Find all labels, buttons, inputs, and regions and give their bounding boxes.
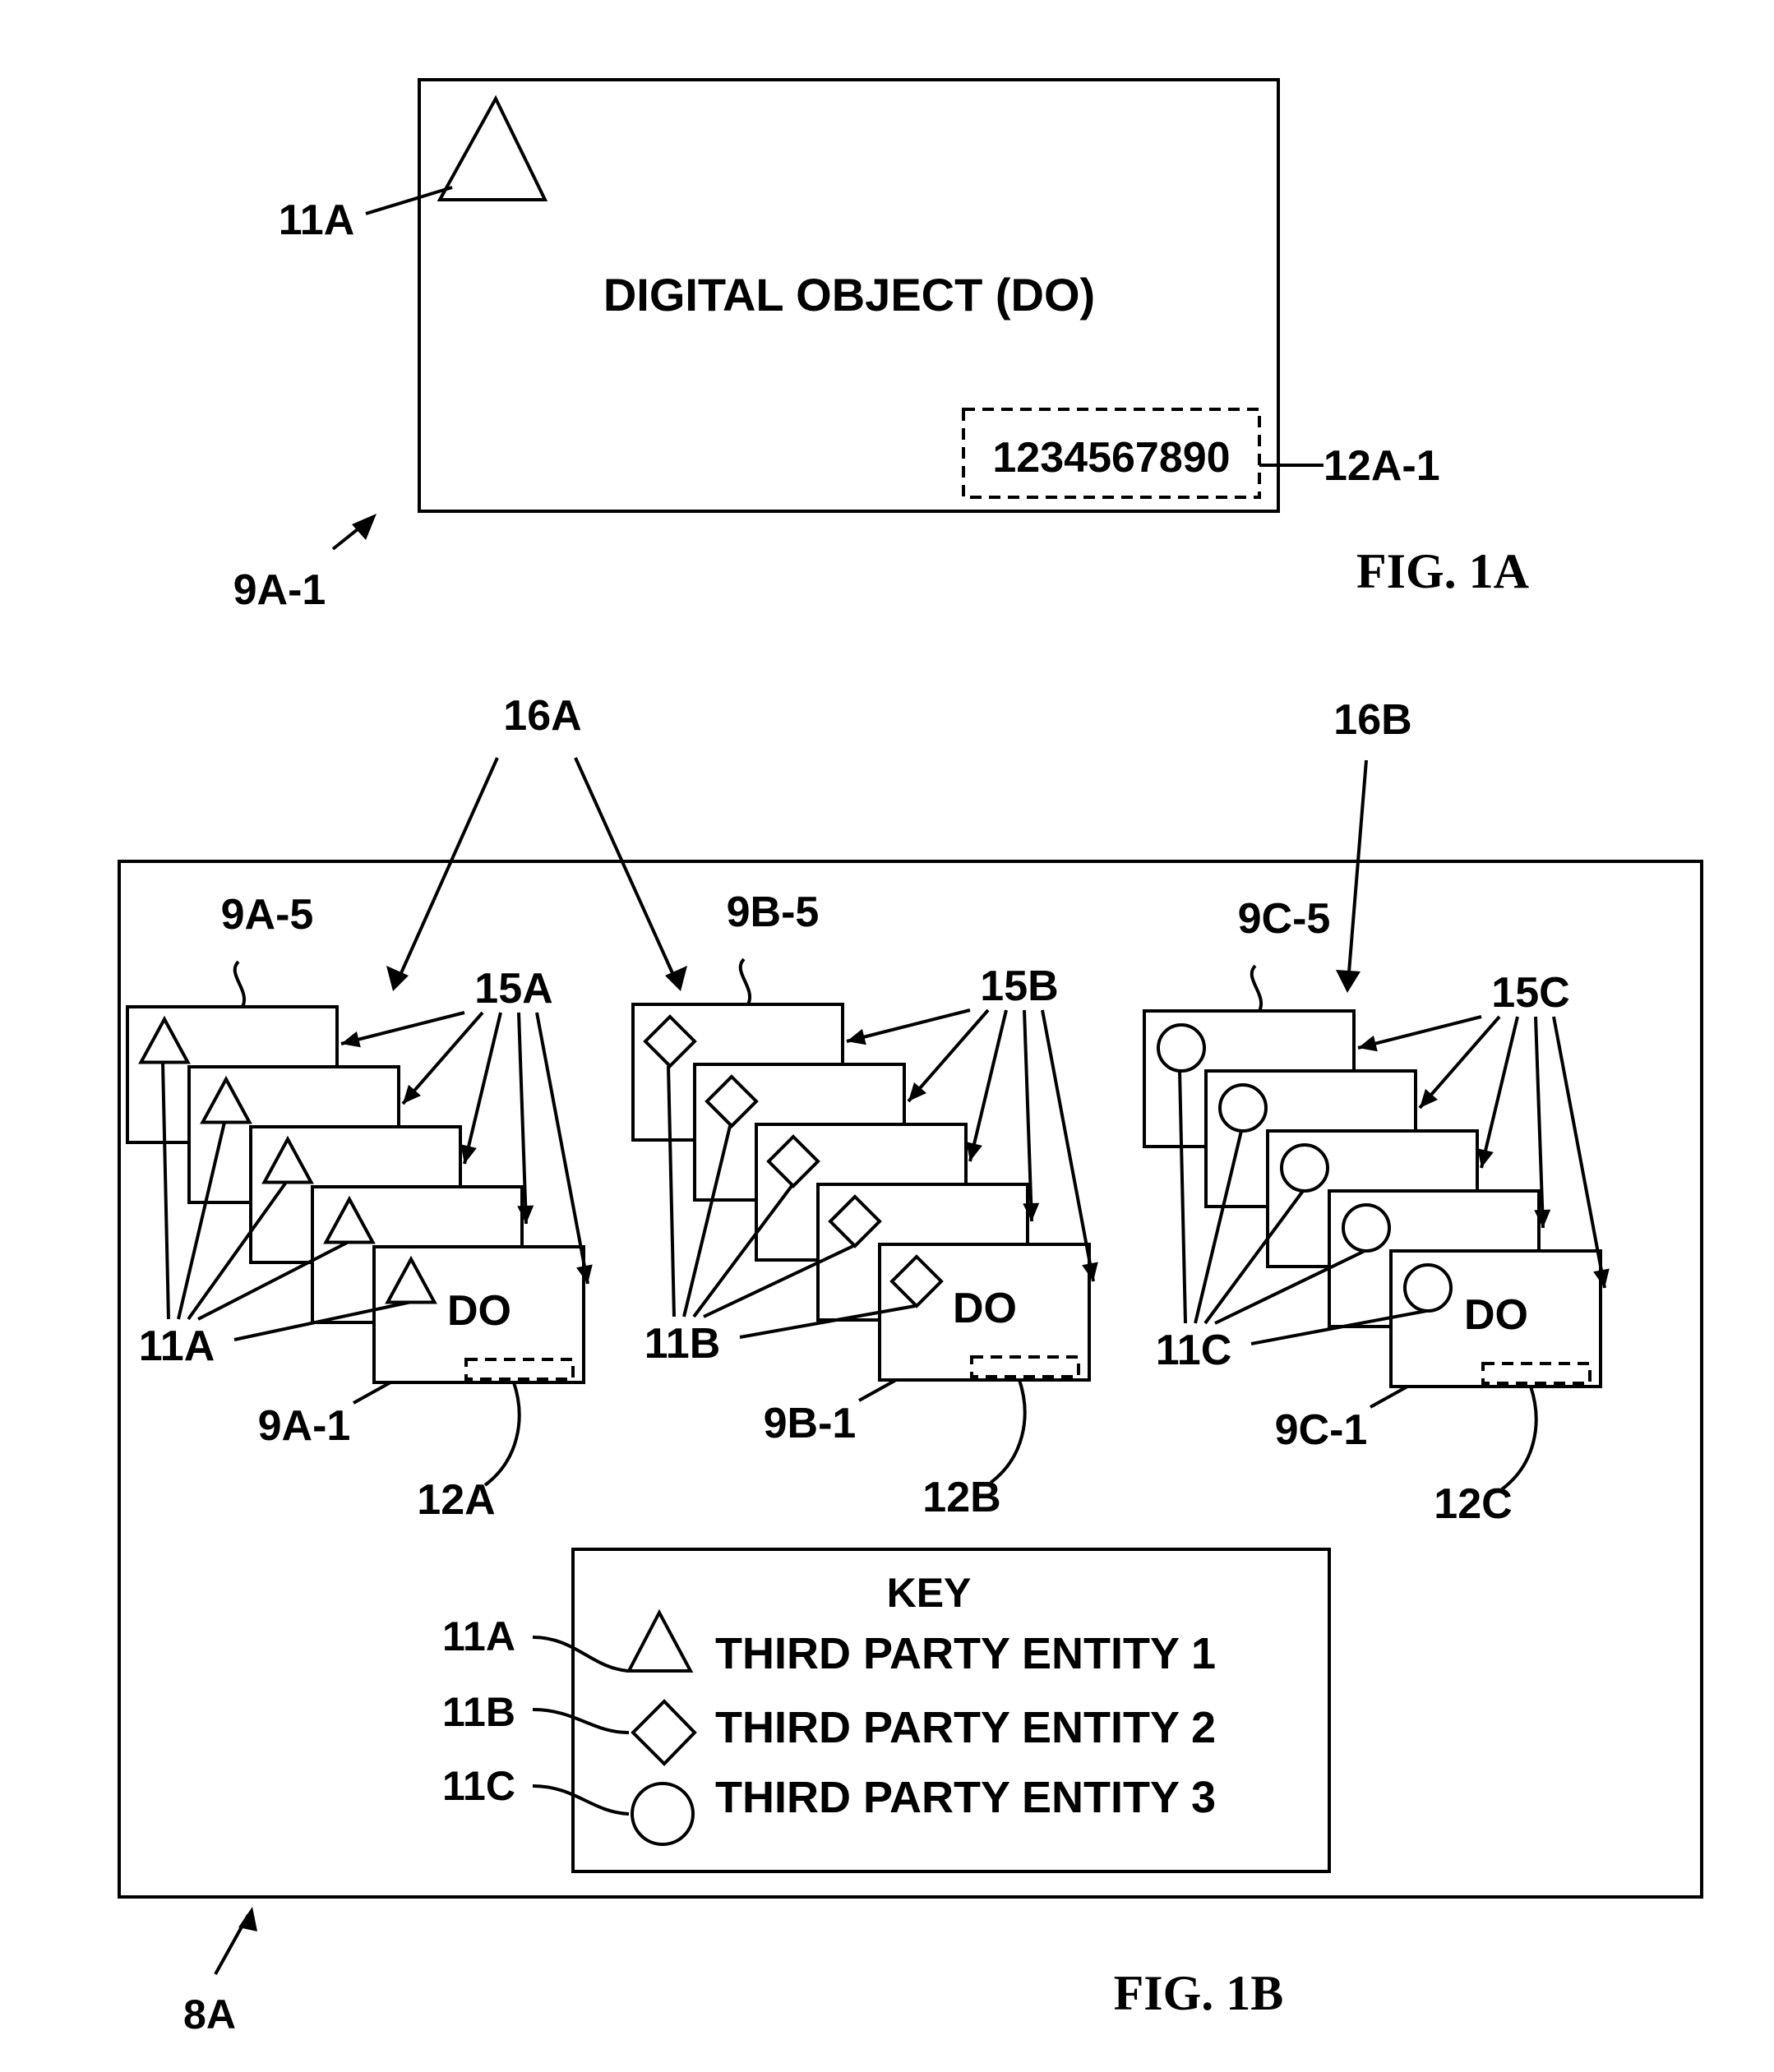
key-label-entity-1: THIRD PARTY ENTITY 1	[715, 1629, 1216, 1678]
arrow-head	[352, 514, 377, 540]
ref-label-entity: 11B	[644, 1320, 721, 1368]
ref-label-9a-1: 9A-1	[233, 566, 326, 614]
key-title: KEY	[887, 1570, 972, 1616]
key-ref-11c: 11C	[442, 1763, 515, 1809]
ref-label-top: 9B-5	[727, 888, 820, 936]
digital-object-title: DIGITAL OBJECT (DO)	[603, 269, 1095, 321]
key-label-entity-2: THIRD PARTY ENTITY 2	[715, 1703, 1216, 1752]
ref-label-bottom: 9A-1	[258, 1402, 351, 1450]
circle-icon	[1220, 1085, 1266, 1131]
fig1a: 11A DIGITAL OBJECT (DO) 1234567890 12A-1…	[233, 80, 1529, 614]
arrow-head	[238, 1907, 257, 1931]
ref-label-11a: 11A	[279, 196, 355, 244]
ref-label-entity: 11A	[139, 1322, 215, 1370]
fig1b: 16A 16B DO 9A-5 15A 11A 9A-1 12A DO 9B-5 15B 11B 9…	[119, 692, 1702, 2037]
ref-label-bottom: 9B-1	[764, 1400, 857, 1447]
group-label-16a: 16A	[503, 692, 581, 740]
ref-label-top: 9A-5	[221, 891, 314, 939]
ref-label-top: 9C-5	[1238, 895, 1331, 943]
figure-caption-1a: FIG. 1A	[1356, 544, 1529, 598]
key-label-entity-3: THIRD PARTY ENTITY 3	[715, 1773, 1216, 1822]
figure-caption-1b: FIG. 1B	[1114, 1966, 1284, 2020]
do-label: DO	[447, 1287, 511, 1335]
circle-icon	[1405, 1265, 1451, 1311]
do-label: DO	[953, 1285, 1017, 1332]
circle-icon	[632, 1784, 693, 1844]
circle-icon	[1158, 1025, 1204, 1071]
circle-icon	[1343, 1205, 1389, 1251]
circle-icon	[1282, 1145, 1328, 1191]
key-legend: KEY 11A THIRD PARTY ENTITY 1 11B THIRD P…	[442, 1549, 1329, 1871]
ref-label-bottom: 9C-1	[1275, 1406, 1368, 1454]
ref-label-pointer: 15C	[1491, 969, 1569, 1017]
group-label-16b: 16B	[1333, 696, 1411, 744]
ref-label-8a: 8A	[183, 1991, 236, 2037]
ref-label-12a-1: 12A-1	[1324, 442, 1440, 490]
ref-label-dash: 12A	[417, 1476, 495, 1524]
ref-label-pointer: 15A	[474, 965, 552, 1013]
key-ref-11b: 11B	[442, 1689, 515, 1735]
ref-label-pointer: 15B	[980, 962, 1058, 1010]
ref-label-dash: 12B	[922, 1474, 1000, 1521]
do-label: DO	[1464, 1291, 1528, 1339]
identifier-number: 1234567890	[992, 434, 1230, 482]
ref-label-dash: 12C	[1434, 1480, 1512, 1528]
ref-label-entity: 11C	[1156, 1327, 1232, 1374]
key-ref-11a: 11A	[442, 1613, 515, 1659]
